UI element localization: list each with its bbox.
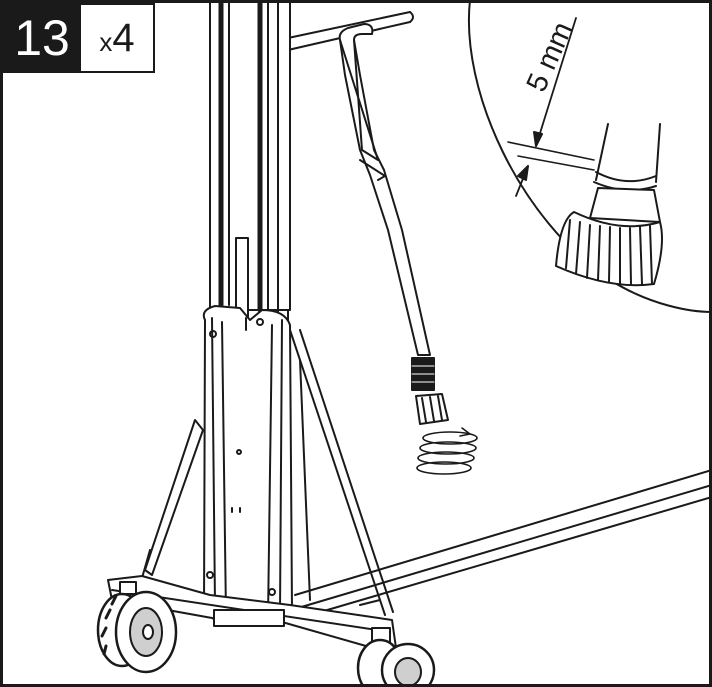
screw-rotation-icon bbox=[416, 427, 478, 475]
quantity-value: 4 bbox=[112, 16, 135, 60]
diagonal-leg bbox=[338, 23, 449, 425]
left-wheel bbox=[96, 590, 178, 674]
dimension-arrow-icon bbox=[535, 17, 577, 147]
quantity-prefix: x bbox=[99, 27, 113, 57]
bottom-rail bbox=[294, 469, 712, 619]
quantity-indicator: x4 bbox=[81, 3, 155, 73]
detail-callout bbox=[467, 0, 712, 313]
step-badge: 13 x4 bbox=[3, 3, 155, 73]
vertical-column bbox=[209, 0, 291, 319]
right-wheel bbox=[356, 638, 436, 687]
leg-housing bbox=[202, 305, 293, 626]
side-strut bbox=[289, 329, 394, 616]
step-number: 13 bbox=[3, 3, 81, 73]
